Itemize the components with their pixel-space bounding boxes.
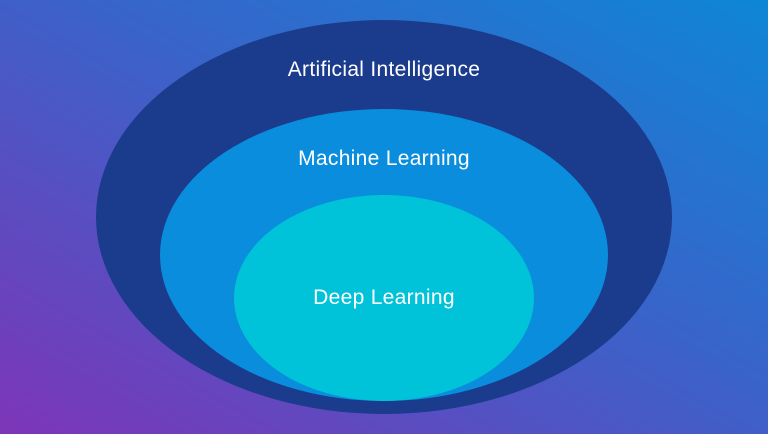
label-artificial-intelligence: Artificial Intelligence [287, 58, 481, 81]
ellipse-deep-learning [234, 195, 534, 401]
label-machine-learning: Machine Learning [298, 147, 470, 170]
label-deep-learning: Deep Learning [313, 286, 455, 309]
